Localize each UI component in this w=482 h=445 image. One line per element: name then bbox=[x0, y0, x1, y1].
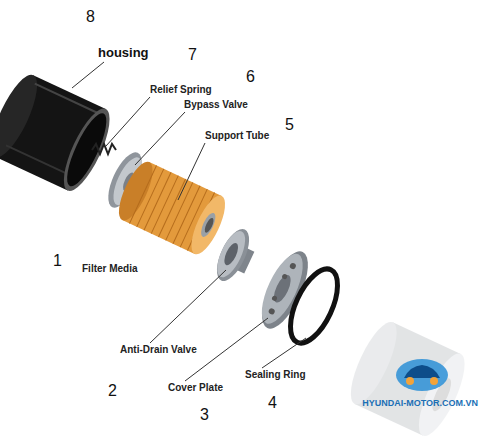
callout-number: 4 bbox=[268, 394, 277, 412]
callout-number: 8 bbox=[86, 8, 95, 26]
callout-number: 6 bbox=[246, 68, 255, 86]
part-name: Cover Plate bbox=[168, 382, 223, 393]
housing-can bbox=[0, 69, 118, 196]
callout-number: 5 bbox=[285, 116, 294, 134]
callout-number: 7 bbox=[188, 46, 197, 64]
cover-plate bbox=[252, 245, 317, 335]
sealing-ring bbox=[281, 262, 347, 350]
callout-number: 3 bbox=[200, 406, 209, 424]
watermark-logo bbox=[396, 359, 448, 391]
anti-drain-valve bbox=[210, 225, 261, 288]
part-name: Bypass Valve bbox=[184, 99, 248, 110]
leader-lines bbox=[72, 62, 306, 381]
part-name: Support Tube bbox=[205, 130, 269, 141]
part-name: Filter Media bbox=[82, 263, 138, 274]
part-name: Anti-Drain Valve bbox=[120, 344, 197, 355]
watermark-image bbox=[342, 316, 473, 441]
callout-number: 1 bbox=[53, 252, 62, 270]
watermark: HYUNDAI-MOTOR.COM.VN bbox=[362, 398, 478, 408]
callout-number: 2 bbox=[108, 382, 117, 400]
part-name: Sealing Ring bbox=[245, 369, 306, 380]
relief-spring bbox=[92, 144, 116, 154]
filter-media bbox=[112, 157, 231, 258]
part-name: housing bbox=[98, 45, 149, 60]
part-name: Relief Spring bbox=[150, 84, 212, 95]
